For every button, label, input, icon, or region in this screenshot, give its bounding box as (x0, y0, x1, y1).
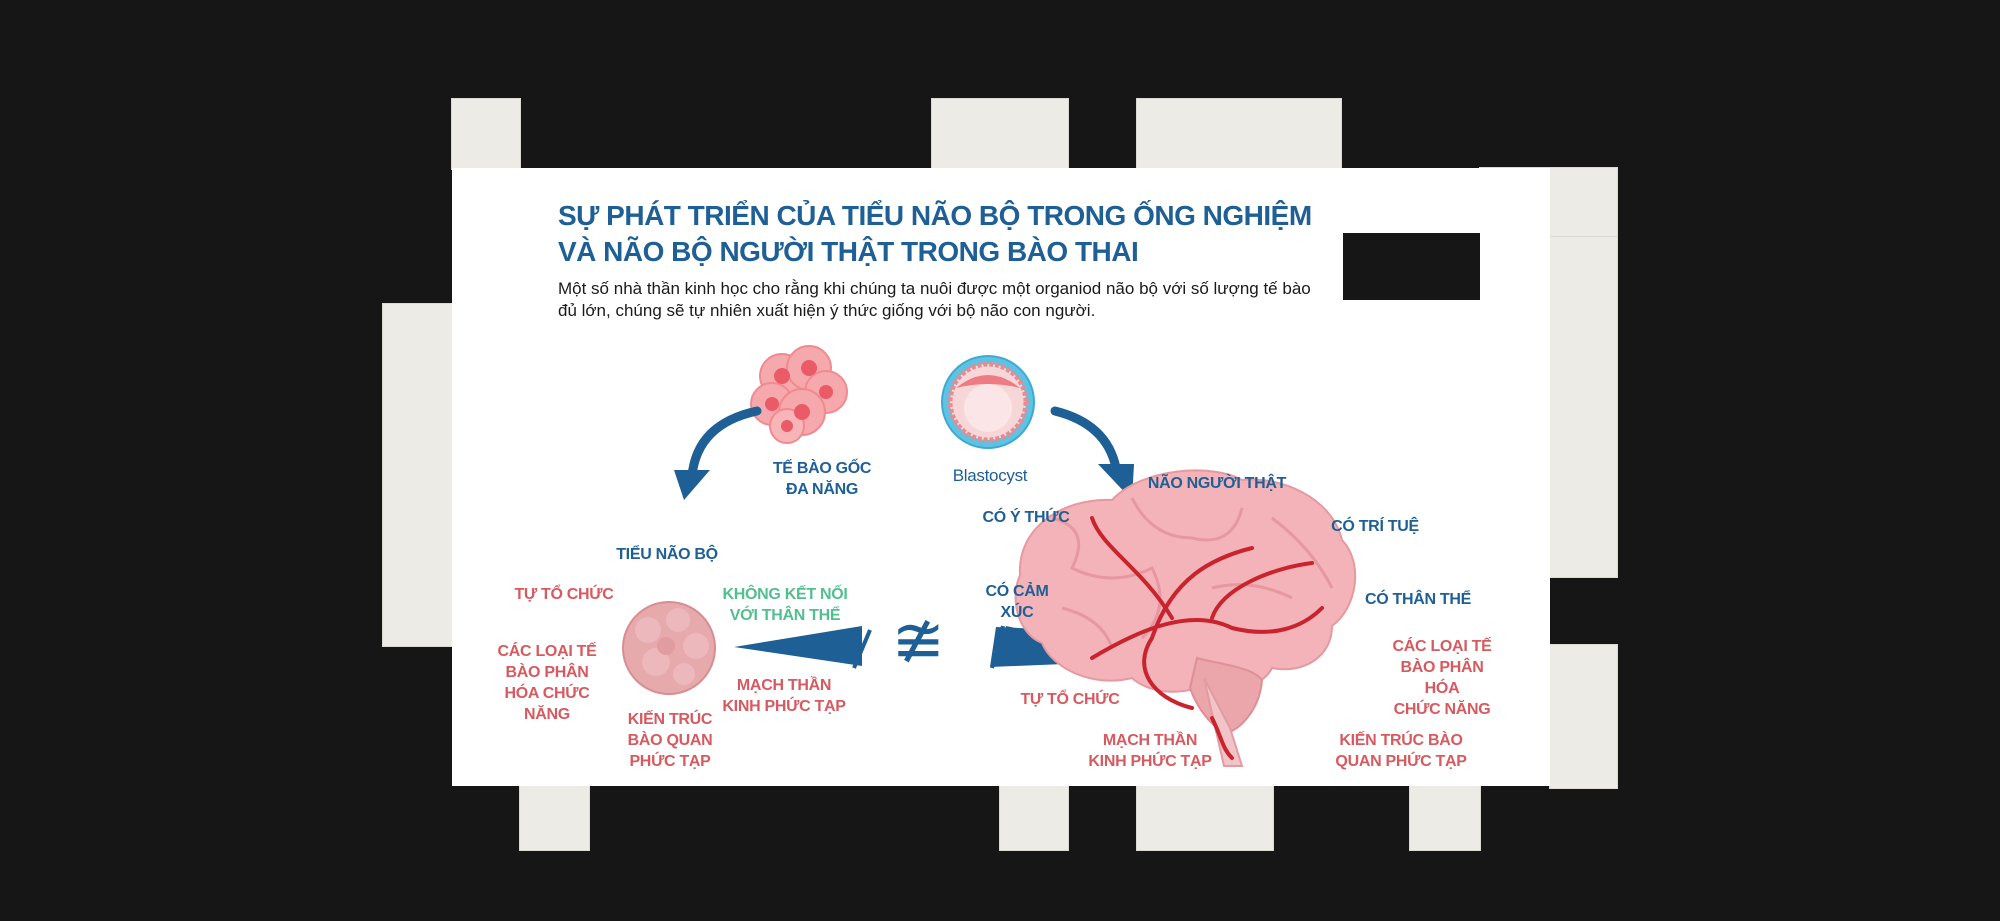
infographic-subtitle: Một số nhà thần kinh học cho rằng khi ch… (558, 279, 1311, 320)
label-text: TẾ BÀO GỐC ĐA NĂNG (772, 460, 872, 498)
bg-tile (1409, 785, 1481, 851)
label-brain-self-organizing: TỰ TỔ CHỨC (1020, 691, 1120, 708)
label-has-body: CÓ THÂN THỂ (1364, 591, 1472, 608)
label-brain-architecture: KIẾN TRÚC BÀO QUAN PHỨC TẠP (1335, 732, 1467, 770)
label-conscious: CÓ Ý THỨC (982, 509, 1070, 526)
label-pluripotent-stem-cells: TẾ BÀO GỐC ĐA NĂNG (772, 458, 872, 500)
stem-cell-cluster-icon (750, 345, 848, 444)
infographic-title: SỰ PHÁT TRIỂN CỦA TIỂU NÃO BỘ TRONG ỐNG … (558, 200, 1312, 267)
label-intelligent: CÓ TRÍ TUỆ (1331, 518, 1419, 535)
label-emotion: CÓ CẢM XÚC (985, 583, 1049, 621)
label-blastocyst: Blastocyst (952, 466, 1028, 485)
infographic-card: SỰ PHÁT TRIỂN CỦA TIỂU NÃO BỘ TRONG ỐNG … (452, 168, 1550, 786)
label-organoid-cell-types: CÁC LOẠI TẾ BÀO PHÂN HÓA CHỨC NĂNG (497, 643, 597, 723)
blastocyst-icon (941, 355, 1035, 449)
bg-tile (1136, 785, 1274, 851)
decorative-block (1343, 233, 1480, 300)
label-organoid-no-body: KHÔNG KẾT NỐI VỚI THÂN THỂ (722, 586, 848, 624)
label-organoid-self-organizing: TỰ TỔ CHỨC (514, 586, 614, 603)
label-brain-cell-types: CÁC LOẠI TẾ BÀO PHÂN HÓA CHỨC NĂNG (1392, 638, 1492, 718)
bg-tile (451, 98, 521, 170)
not-congruent-symbol: ≇ (891, 604, 945, 676)
bg-tile (1136, 98, 1342, 170)
label-organoid-architecture: KIẾN TRÚC BÀO QUAN PHỨC TẠP (627, 711, 713, 770)
bg-tile (519, 785, 590, 851)
label-organoid: TIỂU NÃO BỘ (616, 546, 718, 563)
diagram-illustrations (622, 345, 1357, 767)
bg-tile (1549, 644, 1618, 789)
organoid-icon (622, 601, 716, 695)
curved-arrow-left-icon (674, 406, 762, 500)
bg-tile (1549, 236, 1618, 578)
label-brain-circuits: MẠCH THẦN KINH PHỨC TẠP (1088, 732, 1212, 770)
label-real-brain: NÃO NGƯỜI THẬT (1147, 475, 1287, 492)
human-brain-icon (1014, 469, 1357, 767)
bg-tile (382, 303, 453, 647)
curved-arrow-right-icon (1050, 406, 1134, 500)
bg-tile (931, 98, 1069, 170)
label-organoid-circuits: MẠCH THẦN KINH PHỨC TẠP (722, 677, 846, 715)
bg-tile (999, 785, 1069, 851)
